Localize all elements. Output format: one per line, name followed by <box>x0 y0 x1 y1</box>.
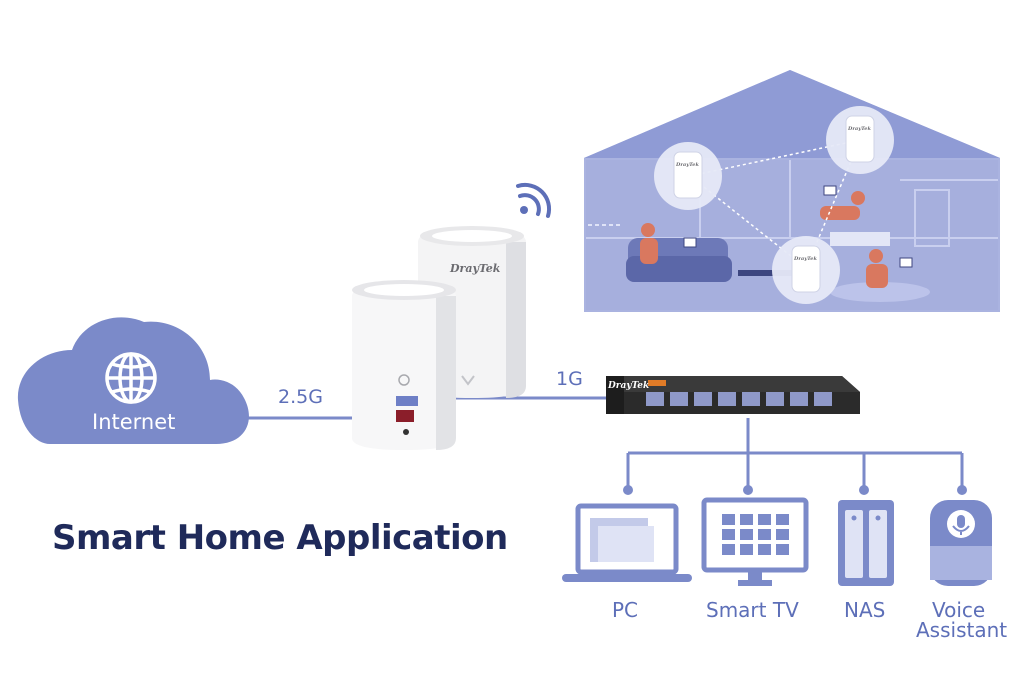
router-brand-logo: DrayTek <box>450 262 501 275</box>
house-router-logo-3: DrayTek <box>794 256 817 262</box>
globe-icon <box>105 352 157 404</box>
tree-endpoints <box>623 485 967 495</box>
smart-tv-icon <box>701 497 809 586</box>
device-label-pc: PC <box>612 598 639 622</box>
house-illustration <box>584 70 1000 312</box>
house-router-logo-2: DrayTek <box>848 126 871 132</box>
device-tree-lines <box>626 418 964 490</box>
mesh-router-front <box>352 280 456 450</box>
page-title: Smart Home Application <box>52 518 508 558</box>
internet-label: Internet <box>92 410 176 434</box>
device-label-assistant: Assistant <box>916 618 1008 642</box>
device-label-nas: NAS <box>844 598 886 622</box>
house-router-logo-1: DrayTek <box>676 162 699 168</box>
pc-icon <box>562 503 692 582</box>
voice-assistant-icon <box>930 500 992 586</box>
uplink-speed-label: 2.5G <box>278 386 323 408</box>
device-label-voice: Voice <box>932 598 986 622</box>
switch-speed-label: 1G <box>556 368 583 390</box>
switch-brand-logo: DrayTek <box>608 381 650 391</box>
device-label-smart-tv: Smart TV <box>706 598 799 622</box>
nas-icon <box>838 500 894 586</box>
ethernet-switch <box>606 376 860 414</box>
internet-cloud <box>17 317 249 444</box>
wifi-icon <box>516 182 552 218</box>
